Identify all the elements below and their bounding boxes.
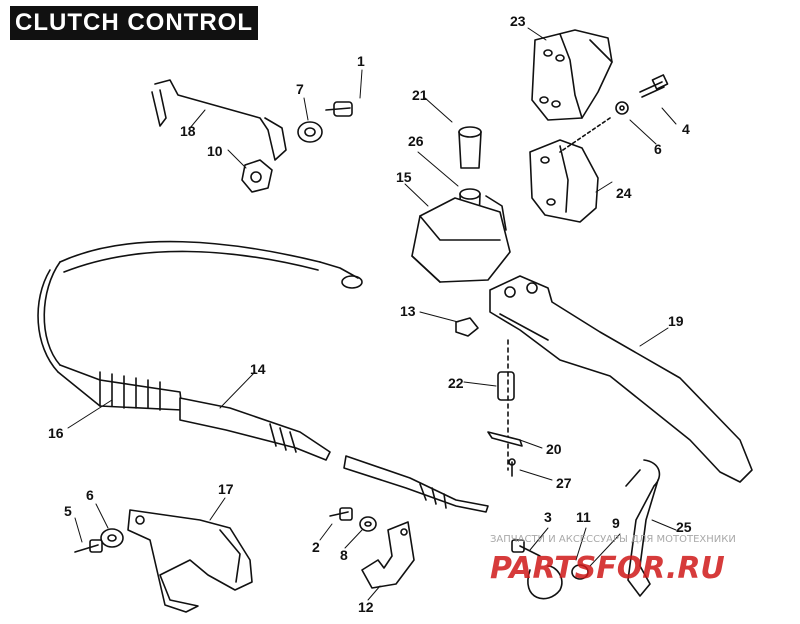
lever-bracket-part: [411, 195, 511, 283]
callout-7: 7: [296, 81, 304, 97]
callout-6a: 6: [86, 487, 94, 503]
upper-clamp-part: [531, 29, 613, 121]
callout-26: 26: [408, 133, 424, 149]
spring-clip-part: [151, 79, 353, 193]
callout-20: 20: [546, 441, 562, 457]
clip-clamp-part: [511, 459, 661, 600]
callout-4: 4: [682, 121, 690, 137]
callout-10: 10: [207, 143, 223, 159]
callout-24: 24: [616, 185, 632, 201]
callout-16: 16: [48, 425, 64, 441]
callout-3: 3: [544, 509, 552, 525]
watermark: ЗАПЧАСТИ И АКСЕССУАРЫ ДЛЯ МОТОТЕХНИКИ PA…: [490, 534, 736, 586]
callout-18: 18: [180, 123, 196, 139]
callout-9: 9: [612, 515, 620, 531]
callout-25: 25: [676, 519, 692, 535]
callout-15: 15: [396, 169, 412, 185]
callout-6b: 6: [654, 141, 662, 157]
callout-14: 14: [250, 361, 266, 377]
clutch-cable-part: [37, 240, 363, 411]
clamp-screw-part: [559, 74, 669, 153]
callout-labels: 1 2 3 4 5 6 6 7 8 9 10 11 12 13 14 15 16…: [48, 13, 692, 615]
callout-2: 2: [312, 539, 320, 555]
callout-17: 17: [218, 481, 234, 497]
lower-clamp-part: [529, 139, 599, 223]
clutch-lever-part: [489, 275, 753, 483]
lock-clip-part: [455, 317, 479, 337]
callout-19: 19: [668, 313, 684, 329]
watermark-brand: PARTSFOR.RU: [490, 551, 725, 586]
callout-27: 27: [556, 475, 572, 491]
callout-8: 8: [340, 547, 348, 563]
callout-1: 1: [357, 53, 365, 69]
callout-21: 21: [412, 87, 428, 103]
cable-adjuster-part: [179, 397, 489, 513]
callout-12: 12: [358, 599, 374, 615]
callout-leaders: [67, 27, 677, 601]
callout-5: 5: [64, 503, 72, 519]
cable-clamp-part: [329, 507, 415, 589]
cable-bracket-part: [74, 509, 253, 613]
diagram-title: CLUTCH CONTROL: [10, 6, 258, 40]
lever-pin-part: [487, 339, 523, 477]
callout-11: 11: [576, 509, 591, 525]
callout-22: 22: [448, 375, 464, 391]
callout-23: 23: [510, 13, 526, 29]
callout-13: 13: [400, 303, 416, 319]
watermark-subtitle: ЗАПЧАСТИ И АКСЕССУАРЫ ДЛЯ МОТОТЕХНИКИ: [490, 534, 736, 545]
